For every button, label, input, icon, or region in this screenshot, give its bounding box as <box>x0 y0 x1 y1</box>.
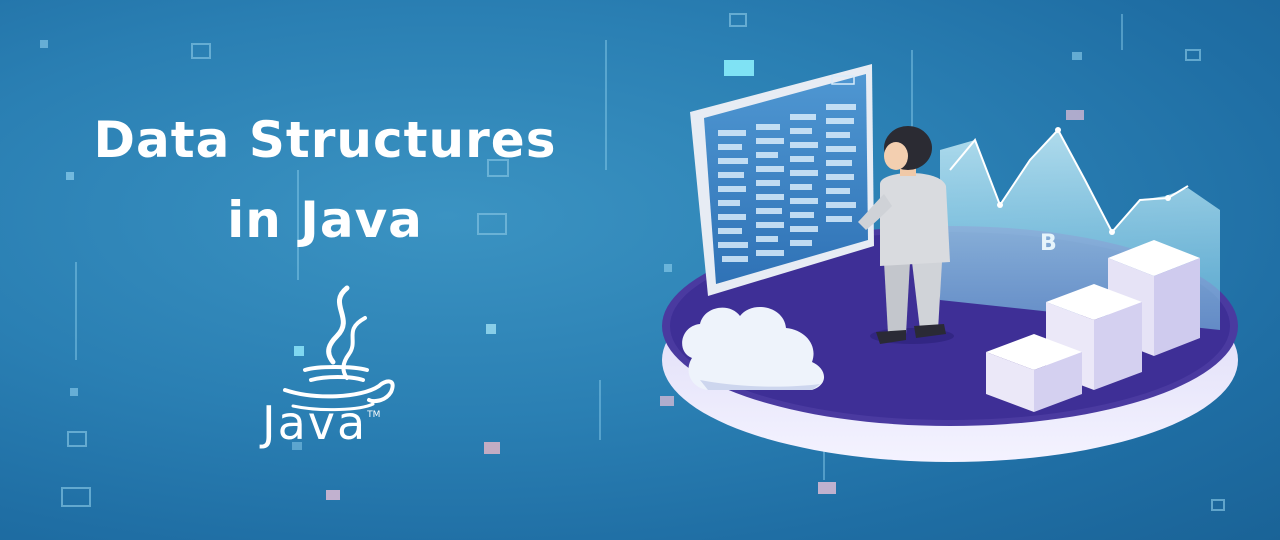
title-line-1: Data Structures <box>93 111 557 169</box>
cubes <box>986 240 1200 412</box>
title-line-2: in Java <box>227 191 423 249</box>
platform-letter: B <box>1040 231 1057 256</box>
person-figure <box>858 126 954 344</box>
banner-title: Data Structures in Java <box>0 100 650 260</box>
trademark-symbol: TM <box>367 410 381 420</box>
binary-screen <box>690 64 874 296</box>
background-dots <box>40 40 1084 500</box>
java-cup-icon <box>283 285 395 412</box>
cloud-icon <box>682 306 825 390</box>
background-lines <box>75 14 1123 480</box>
java-wordmark: JavaTM <box>262 396 380 450</box>
java-text: Java <box>262 396 368 450</box>
background-decor <box>61 13 1225 511</box>
